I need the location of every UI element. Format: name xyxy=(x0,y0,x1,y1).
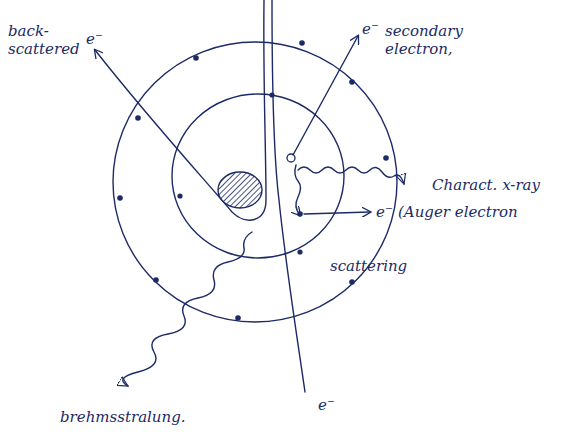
electron-symbol: e⁻ xyxy=(318,396,335,414)
auger-arrow xyxy=(304,212,370,214)
inner-shell xyxy=(172,94,344,258)
outer-shell xyxy=(113,42,397,322)
bremsstrahlung-wave xyxy=(123,232,252,386)
transition-arrow xyxy=(295,165,301,215)
electron-symbol: e⁻ xyxy=(362,20,379,38)
annotation-label: scattering xyxy=(330,257,407,275)
electron-dots xyxy=(117,40,389,321)
annotation-label: (Auger electron xyxy=(398,203,518,221)
electron-symbol: e⁻ xyxy=(86,30,103,48)
secondary-arrow xyxy=(293,36,358,155)
electron-symbol: e⁻ xyxy=(376,203,393,221)
annotation-label: brehmsstralung. xyxy=(60,408,186,426)
vacancy xyxy=(287,154,295,162)
annotation-label: secondary electron, xyxy=(385,22,455,58)
scatter-path xyxy=(272,0,305,392)
backscatter-path xyxy=(95,0,266,220)
annotation-label: Charact. x-ray xyxy=(432,176,540,194)
annotation-label: back- scattered xyxy=(8,22,78,58)
xray-wave xyxy=(298,167,404,184)
